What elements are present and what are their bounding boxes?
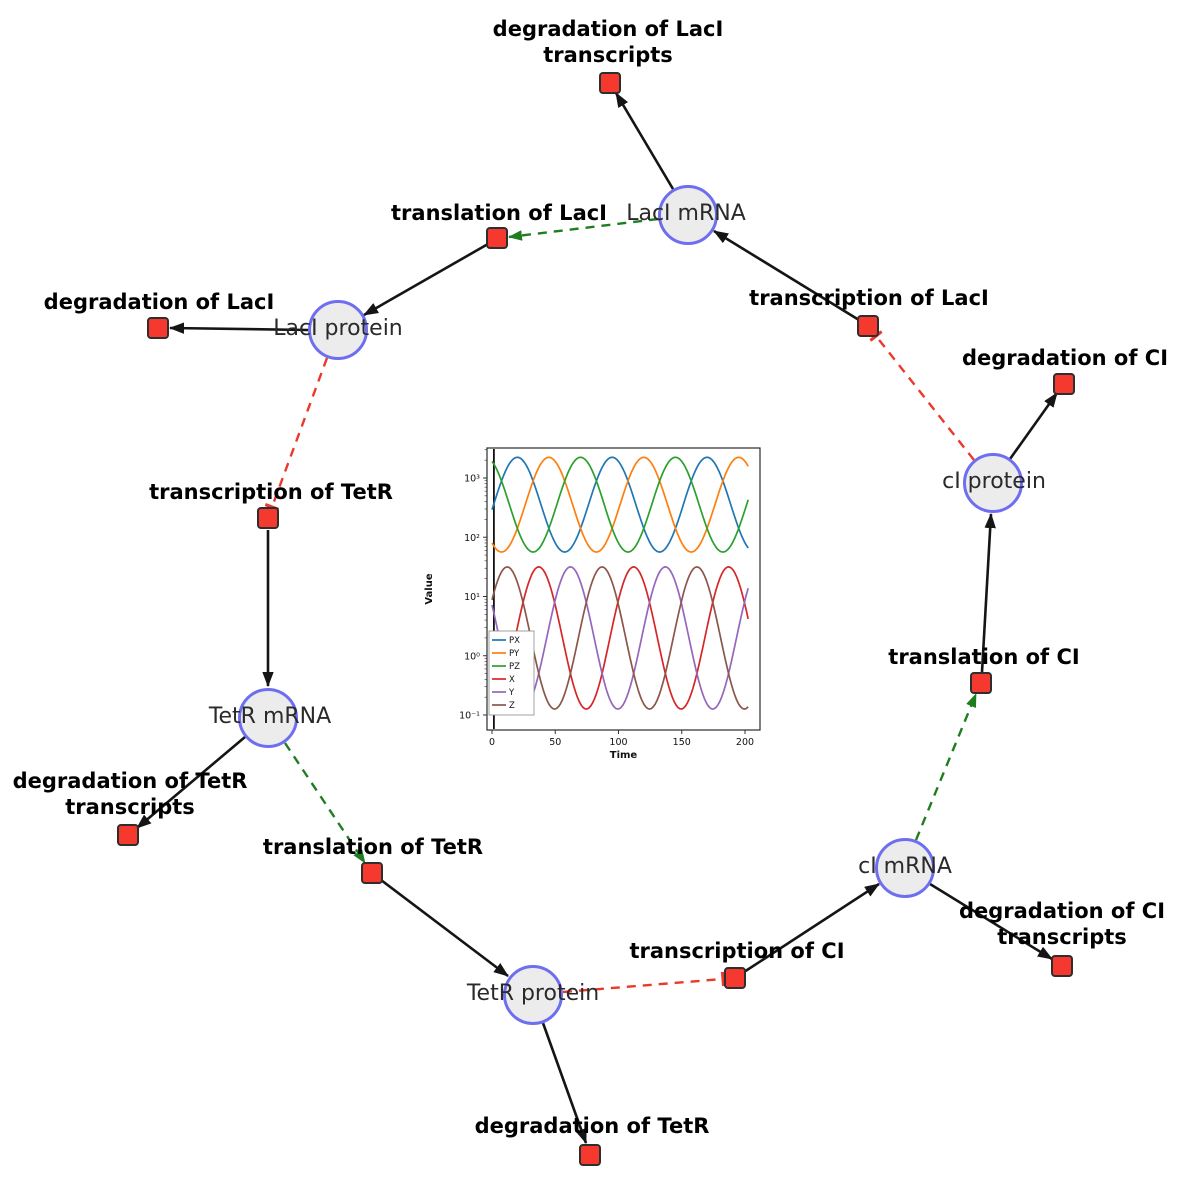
svg-text:10²: 10² xyxy=(464,533,480,544)
species-node-tetr-mrna xyxy=(238,688,298,748)
label-line: degradation of TetR xyxy=(12,769,248,793)
species-label-laci-mrna: LacI mRNA xyxy=(626,201,746,226)
reaction-node-transcription-tetr xyxy=(257,507,279,529)
reaction-node-translation-ci xyxy=(970,672,992,694)
edge-translation-ci-to-ci-protein xyxy=(980,512,996,673)
species-label-ci-protein: cI protein xyxy=(942,469,1046,494)
species-label-ci-mrna: cI mRNA xyxy=(858,854,952,879)
legend-label-Y: Y xyxy=(508,688,515,698)
edge-laci-protein-inhibits-transcription-tetr xyxy=(264,357,329,511)
edge-tetr-protein-to-degradation-tetr xyxy=(541,1022,588,1144)
svg-text:200: 200 xyxy=(736,737,754,748)
label-line: transcripts xyxy=(997,925,1127,949)
species-label-tetr-protein: TetR protein xyxy=(466,981,600,1006)
species-node-laci-mrna xyxy=(658,185,718,245)
edge-laci-mrna-to-degradation-transcripts xyxy=(614,92,675,190)
reaction-node-degradation-tetr-transcripts xyxy=(117,824,139,846)
reaction-node-degradation-tetr xyxy=(579,1144,601,1166)
series-line-PY xyxy=(491,456,749,553)
label-line: transcripts xyxy=(543,43,673,67)
reaction-node-degradation-laci-transcripts xyxy=(599,72,621,94)
label-line: transcripts xyxy=(65,795,195,819)
species-label-tetr-mrna: TetR mRNA xyxy=(208,704,332,729)
legend-label-PY: PY xyxy=(509,649,520,659)
series-line-PX xyxy=(491,456,749,553)
reaction-node-transcription-laci xyxy=(857,315,879,337)
legend-label-PZ: PZ xyxy=(509,662,520,672)
legend-label-PX: PX xyxy=(509,636,520,646)
reaction-label-degradation-laci-transcripts: degradation of LacI transcripts xyxy=(493,16,724,68)
reaction-node-transcription-ci xyxy=(724,967,746,989)
reaction-label-translation-tetr: translation of TetR xyxy=(262,835,484,859)
reaction-node-degradation-ci-transcripts xyxy=(1051,955,1073,977)
edge-transcription-laci-to-laci-mrna xyxy=(713,229,860,322)
svg-text:50: 50 xyxy=(549,737,561,748)
svg-text:100: 100 xyxy=(609,737,627,748)
svg-text:0: 0 xyxy=(489,737,495,748)
species-label-laci-protein: LacI protein xyxy=(273,316,403,341)
reaction-label-degradation-ci: degradation of CI xyxy=(961,346,1169,370)
series-line-Z xyxy=(491,566,749,710)
edge-laci-protein-to-degradation-laci xyxy=(168,322,309,334)
edge-tetr-protein-inhibits-transcription-ci xyxy=(562,971,726,994)
series-line-PZ xyxy=(491,456,750,553)
svg-text:10⁰: 10⁰ xyxy=(464,651,480,662)
reaction-node-degradation-laci xyxy=(147,317,169,339)
edge-tetr-mrna-modifies-translation-tetr xyxy=(284,742,366,864)
svg-text:10¹: 10¹ xyxy=(464,592,480,603)
edge-translation-laci-to-laci-protein xyxy=(363,242,489,317)
reaction-label-transcription-laci: transcription of LacI xyxy=(749,286,989,310)
edge-ci-protein-to-degradation-ci xyxy=(1008,392,1059,460)
edge-transcription-ci-to-ci-mrna xyxy=(743,882,880,974)
legend-label-Z: Z xyxy=(509,701,515,711)
label-line: degradation of CI xyxy=(958,899,1166,923)
species-node-tetr-protein xyxy=(503,965,563,1025)
svg-text:10⁻¹: 10⁻¹ xyxy=(459,711,480,722)
series-line-Y xyxy=(491,566,750,710)
species-node-ci-mrna xyxy=(875,838,935,898)
edge-ci-protein-inhibits-transcription-laci xyxy=(869,330,975,461)
reaction-label-degradation-laci: degradation of LacI xyxy=(43,290,275,314)
inset-chart-svg: 10⁻¹ 10⁰ 10¹ 10² 10³ 0 50 100 150 200 PX PY PZ XYZ Tim… xyxy=(424,447,761,761)
legend-label-X: X xyxy=(509,675,515,685)
reaction-label-translation-ci: translation of CI xyxy=(888,645,1080,669)
label-line: degradation of LacI xyxy=(492,17,724,41)
edge-ci-mrna-modifies-translation-ci xyxy=(914,693,978,841)
edge-translation-tetr-to-tetr-protein xyxy=(380,878,509,978)
reaction-label-transcription-ci: transcription of CI xyxy=(629,939,845,963)
reaction-label-degradation-tetr: degradation of TetR xyxy=(474,1114,710,1138)
edge-ci-mrna-to-degradation-transcripts xyxy=(929,882,1053,961)
series-line-X xyxy=(491,566,750,710)
reaction-label-transcription-tetr: transcription of TetR xyxy=(149,480,393,504)
reaction-node-degradation-ci xyxy=(1053,373,1075,395)
reaction-label-degradation-tetr-transcripts: degradation of TetR transcripts xyxy=(13,768,248,820)
reaction-node-translation-tetr xyxy=(361,862,383,884)
reaction-label-degradation-ci-transcripts: degradation of CI transcripts xyxy=(959,898,1165,950)
reaction-label-translation-laci: translation of LacI xyxy=(391,201,607,225)
y-axis-label: Value xyxy=(424,573,435,604)
legend-box xyxy=(488,630,535,716)
reaction-node-translation-laci xyxy=(486,227,508,249)
svg-text:150: 150 xyxy=(673,737,691,748)
svg-text:10³: 10³ xyxy=(464,474,480,485)
species-node-laci-protein xyxy=(308,300,368,360)
x-axis-label: Time xyxy=(610,750,638,761)
edge-tetr-mrna-to-degradation-transcripts xyxy=(136,736,246,829)
species-node-ci-protein xyxy=(963,453,1023,513)
